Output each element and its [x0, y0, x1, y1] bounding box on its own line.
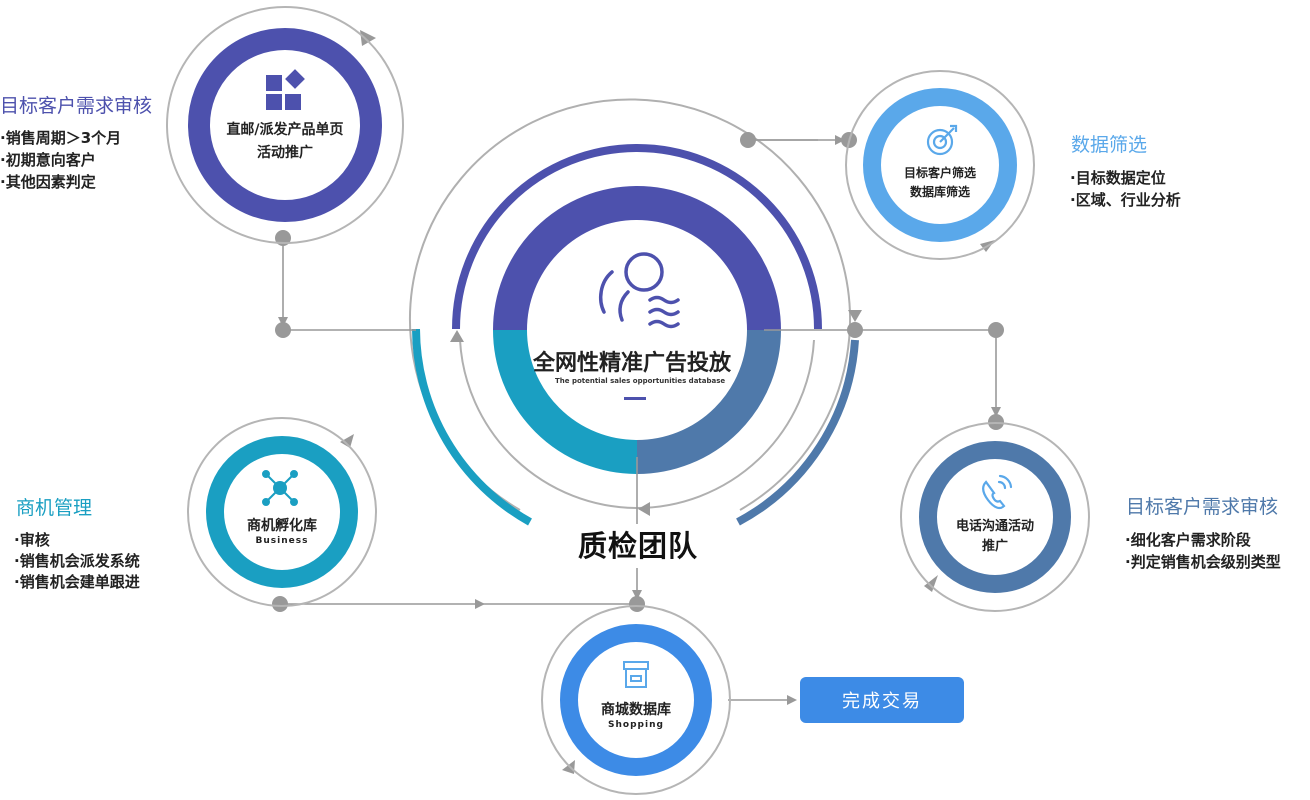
mid-left-title: 商机管理 [16, 497, 93, 519]
mid-right-title: 目标客户需求审核 [1126, 496, 1279, 518]
screening-line2: 数据库筛选 [909, 185, 970, 199]
center-title: 全网性精准广告投放 [533, 351, 732, 376]
top-right-title: 数据筛选 [1071, 134, 1148, 156]
complete-deal-button[interactable]: 完成交易 [800, 677, 964, 723]
node-incubator [187, 417, 377, 607]
direct-mail-line1: 直邮/派发产品单页 [226, 122, 344, 138]
top-left-item-0: ·销售周期＞3个月 [0, 129, 122, 147]
center-outer-ring [409, 98, 851, 511]
customer-waves-icon [598, 252, 680, 329]
mid-right-item-1: ·判定销售机会级别类型 [1125, 553, 1281, 571]
target-icon [926, 124, 958, 156]
phone-line1: 电话沟通活动 [955, 519, 1034, 534]
center-teal-outer-arc [412, 328, 532, 526]
node-phone [900, 422, 1090, 612]
mid-right-item-0: ·细化客户需求阶段 [1125, 531, 1251, 549]
qc-team-label: 质检团队 [558, 524, 719, 568]
store-icon [623, 661, 649, 688]
incubator-label: 商机孵化库 Business [222, 516, 342, 546]
center-thick-steel [636, 329, 781, 474]
top-left-item-1: ·初期意向客户 [0, 151, 96, 169]
direct-mail-label: 直邮/派发产品单页 活动推广 [205, 119, 365, 165]
center-subtitle: The potential sales opportunities databa… [555, 377, 726, 385]
top-right-item-0: ·目标数据定位 [1070, 169, 1166, 187]
phone-icon [982, 474, 1013, 510]
incubator-line2: Business [255, 536, 309, 546]
ring-arrows [340, 30, 995, 774]
center-purple-outer-arc [452, 144, 822, 330]
mid-left-item-2: ·销售机会建单跟进 [14, 573, 140, 591]
center-steel-outer-arc [736, 339, 859, 526]
mid-left-item-0: ·审核 [14, 531, 50, 549]
phone-line2: 推广 [981, 539, 1008, 554]
mall-line2: Shopping [608, 720, 664, 730]
node-mall [541, 605, 731, 795]
phone-label: 电话沟通活动 推广 [935, 517, 1055, 557]
node-direct-mail [166, 6, 404, 244]
screening-label: 目标客户筛选 数据库筛选 [880, 164, 1000, 202]
mall-line1: 商城数据库 [601, 702, 671, 718]
mid-left-item-1: ·销售机会派发系统 [14, 552, 140, 570]
connectors [278, 135, 1001, 705]
top-right-item-1: ·区域、行业分析 [1070, 191, 1181, 209]
top-left-item-2: ·其他因素判定 [0, 173, 96, 191]
center-node [409, 98, 859, 526]
center-thick-teal [493, 329, 638, 474]
center-thick-purple [493, 186, 781, 331]
screening-line1: 目标客户筛选 [903, 166, 976, 180]
blocks-icon [266, 69, 305, 110]
top-left-title: 目标客户需求审核 [0, 95, 153, 117]
mall-label: 商城数据库 Shopping [576, 700, 696, 730]
network-icon [262, 470, 298, 506]
incubator-line1: 商机孵化库 [247, 518, 317, 534]
center-inner-ring [459, 339, 637, 509]
node-screening [845, 70, 1035, 260]
direct-mail-line2: 活动推广 [257, 145, 313, 161]
